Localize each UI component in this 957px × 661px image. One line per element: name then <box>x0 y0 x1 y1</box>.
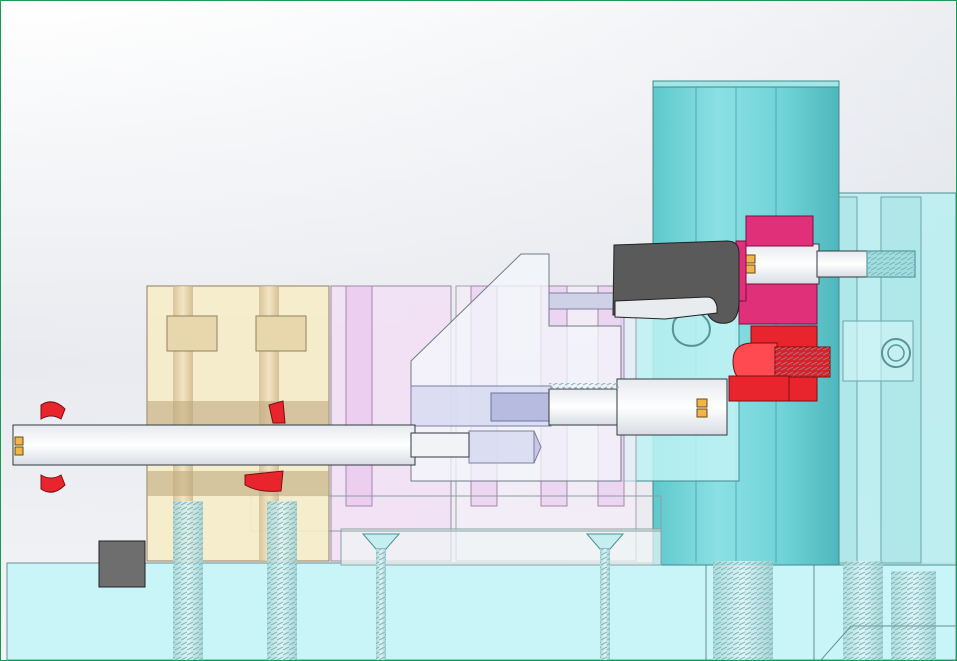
long-ejector-pin[interactable] <box>12 424 470 466</box>
red-snap-clip[interactable] <box>40 400 286 493</box>
stop-block[interactable] <box>98 540 146 588</box>
cap-screw[interactable] <box>548 378 728 436</box>
dark-clamp-plate[interactable] <box>612 240 740 324</box>
countersunk-screw[interactable] <box>361 533 401 660</box>
base-plate[interactable] <box>6 562 956 660</box>
slide-block[interactable] <box>146 285 330 660</box>
magenta-retainer[interactable] <box>735 215 818 325</box>
top-cap-screw[interactable] <box>738 243 916 285</box>
red-lock-nut[interactable] <box>728 325 831 402</box>
countersunk-screw[interactable] <box>585 533 625 660</box>
